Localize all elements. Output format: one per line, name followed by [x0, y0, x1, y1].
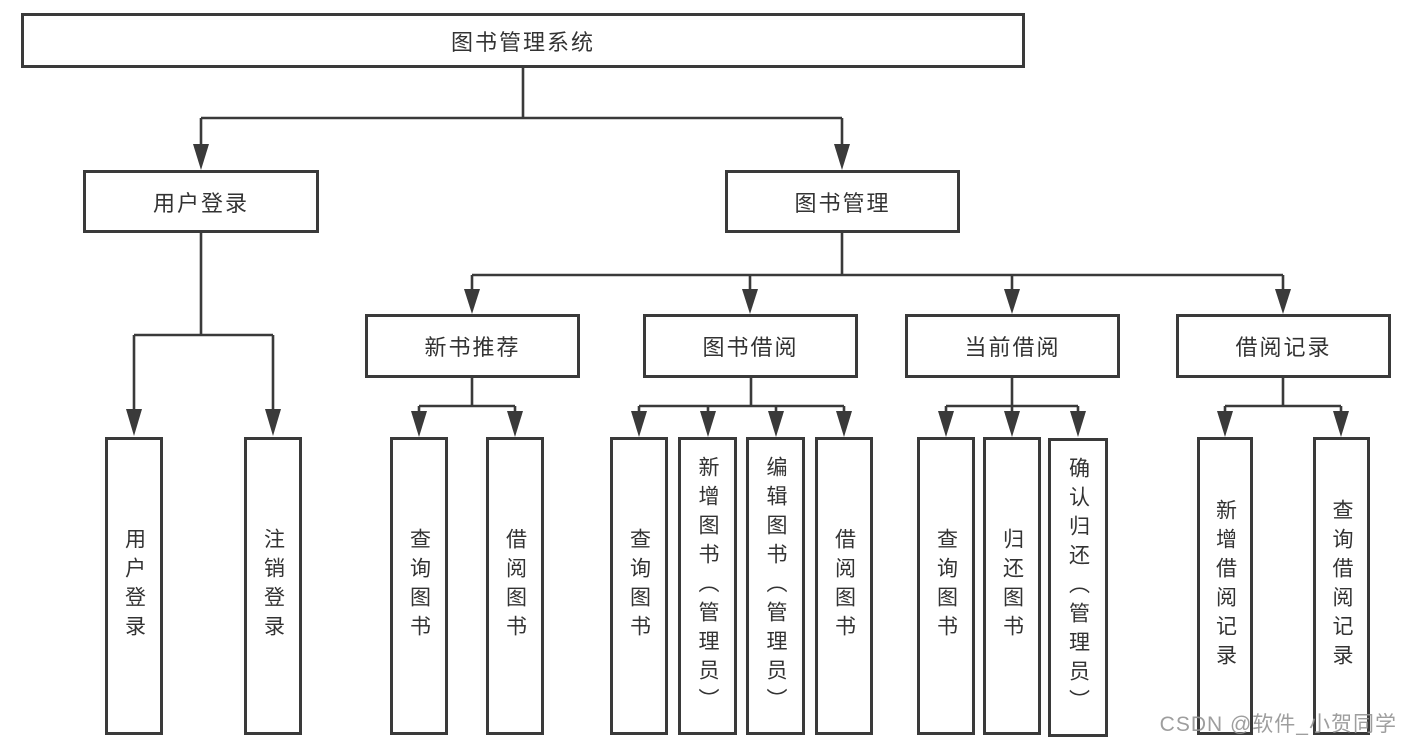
- leaf-add-borrow-record: 新增借阅记录: [1197, 437, 1253, 735]
- leaf-query-borrow-record: 查询借阅记录: [1313, 437, 1370, 735]
- node-book-management-label: 图书管理: [794, 190, 891, 216]
- leaf-borrow-books-borrow-label: 借阅图书: [832, 528, 856, 644]
- node-new-book-recommend: 新书推荐: [365, 314, 580, 378]
- leaf-edit-book-admin: 编辑图书（管理员）: [746, 437, 805, 735]
- leaf-user-login: 用户登录: [105, 437, 163, 735]
- node-library-system: 图书管理系统: [21, 13, 1025, 68]
- leaf-borrow-books-recommend-label: 借阅图书: [503, 528, 527, 644]
- leaf-user-login-label: 用户登录: [122, 528, 146, 644]
- leaf-return-book-label: 归还图书: [1000, 528, 1024, 644]
- node-new-book-recommend-label: 新书推荐: [424, 335, 521, 360]
- leaf-query-borrow-record-label: 查询借阅记录: [1330, 499, 1353, 673]
- leaf-query-books-recommend: 查询图书: [390, 437, 448, 735]
- leaf-logout-label: 注销登录: [261, 528, 285, 644]
- node-borrow-records: 借阅记录: [1176, 314, 1391, 378]
- node-book-borrow-label: 图书借阅: [702, 335, 799, 360]
- node-borrow-records-label: 借阅记录: [1235, 335, 1332, 360]
- leaf-query-books-borrow: 查询图书: [610, 437, 668, 735]
- leaf-edit-book-admin-label: 编辑图书（管理员）: [764, 455, 787, 717]
- leaf-add-book-admin: 新增图书（管理员）: [678, 437, 737, 735]
- node-user-login: 用户登录: [83, 170, 319, 233]
- leaf-query-books-borrow-label: 查询图书: [627, 528, 651, 644]
- leaf-query-books-current-label: 查询图书: [934, 528, 958, 644]
- node-current-borrow: 当前借阅: [905, 314, 1120, 378]
- leaf-query-books-current: 查询图书: [917, 437, 975, 735]
- node-user-login-label: 用户登录: [152, 190, 249, 216]
- node-book-management: 图书管理: [725, 170, 960, 233]
- leaf-confirm-return-admin-label: 确认归还（管理员）: [1066, 457, 1090, 718]
- leaf-add-book-admin-label: 新增图书（管理员）: [696, 455, 719, 717]
- leaf-borrow-books-recommend: 借阅图书: [486, 437, 544, 735]
- watermark: CSDN @软件_小贺同学: [1159, 713, 1397, 736]
- leaf-return-book: 归还图书: [983, 437, 1041, 735]
- leaf-query-books-recommend-label: 查询图书: [407, 528, 431, 644]
- leaf-confirm-return-admin: 确认归还（管理员）: [1048, 438, 1108, 737]
- leaf-borrow-books-borrow: 借阅图书: [815, 437, 873, 735]
- node-current-borrow-label: 当前借阅: [964, 335, 1061, 360]
- leaf-logout: 注销登录: [244, 437, 302, 735]
- node-book-borrow: 图书借阅: [643, 314, 858, 378]
- node-library-system-label: 图书管理系统: [450, 29, 595, 55]
- leaf-add-borrow-record-label: 新增借阅记录: [1213, 499, 1237, 673]
